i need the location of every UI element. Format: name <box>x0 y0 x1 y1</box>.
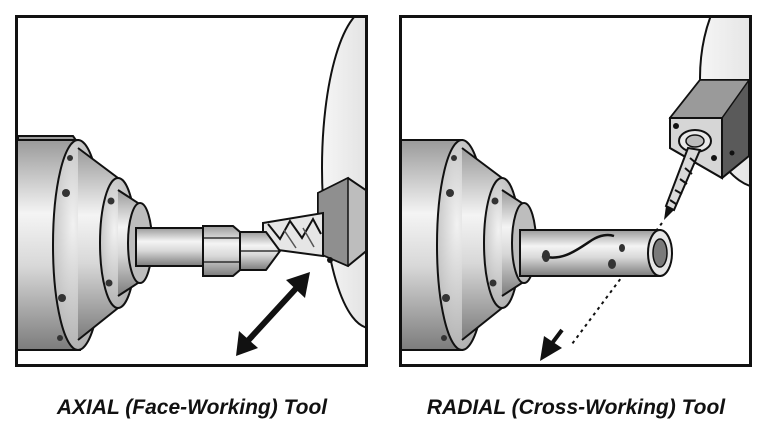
axial-tool-shank <box>135 225 282 277</box>
end-mill-icon <box>262 211 324 258</box>
spindle-assembly <box>18 135 153 351</box>
spindle-assembly <box>402 139 537 351</box>
workpiece-tube <box>519 229 673 277</box>
axial-tool-illustration <box>18 18 365 356</box>
radial-tool-illustration <box>402 18 749 361</box>
radial-tool-panel <box>399 15 752 367</box>
single-arrow-icon <box>540 328 564 361</box>
radial-tool-caption: RADIAL (Cross-Working) Tool <box>426 396 726 419</box>
double-arrow-icon <box>236 272 310 356</box>
axial-tool-panel <box>15 15 368 367</box>
turret-disc <box>321 18 365 329</box>
set-screw <box>327 257 333 263</box>
drill-bit-icon <box>664 146 702 220</box>
axial-tool-caption: AXIAL (Face-Working) Tool <box>56 396 328 419</box>
